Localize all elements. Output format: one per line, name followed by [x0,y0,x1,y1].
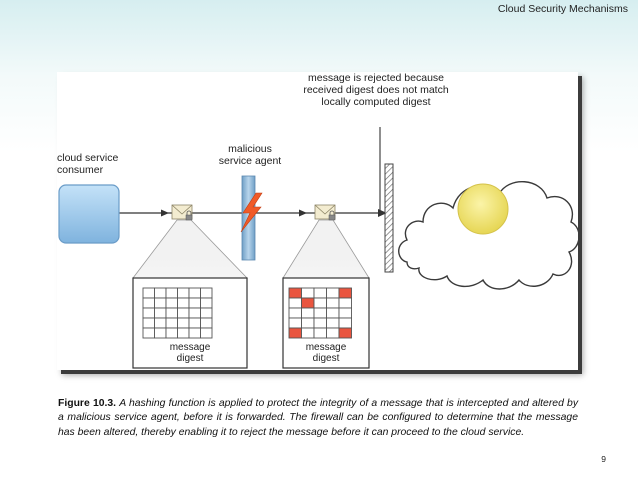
digest-cell [165,317,178,329]
digest-cell [326,327,340,339]
altered-digest-cell [301,297,315,309]
envelope-icon-left [171,204,193,221]
digest-cell [301,287,315,299]
altered-digest-cell [338,287,352,299]
cloud-service-sun-icon [457,183,509,235]
digest-cell [154,327,167,339]
digest-cell [165,287,178,299]
digest-cell [313,327,327,339]
digest-cell [177,317,190,329]
digest-cell [301,317,315,329]
altered-digest-cell [338,327,352,339]
digest-cell [326,317,340,329]
left-magnifier-cone [132,219,248,279]
slide-header-title: Cloud Security Mechanisms [497,3,628,15]
digest-cell [288,317,302,329]
digest-cell [313,297,327,309]
digest-cell [142,287,155,299]
digest-cell [154,307,167,319]
malicious-agent-flash-icon [240,192,263,233]
digest-cell [142,297,155,309]
digest-cell [288,297,302,309]
page-number: 9 [601,454,606,464]
diagram-canvas [58,127,578,369]
digest-cell [154,287,167,299]
arrow-head-1 [161,209,169,217]
digest-cell [142,317,155,329]
cloud-service-consumer-icon [58,184,120,244]
digest-cell [177,297,190,309]
digest-cell [200,317,213,329]
digest-cell [338,297,352,309]
rejection-note: message is rejected because received dig… [303,72,449,108]
malicious-agent-label: malicious service agent [218,143,282,167]
digest-cell [188,327,201,339]
envelope-icon-right [314,204,336,221]
figure-number: Figure 10.3. [58,398,117,409]
digest-cell [301,327,315,339]
digest-cell [188,307,201,319]
digest-cell [154,297,167,309]
cloud-shape [398,180,578,290]
digest-cell [313,307,327,319]
digest-cell [326,287,340,299]
right-magnifier-cone [282,219,370,279]
digest-cell [165,297,178,309]
figure-caption-text: A hashing function is applied to protect… [58,398,579,438]
digest-grid-left [142,287,213,339]
digest-cell [142,327,155,339]
digest-cell [177,307,190,319]
figure-panel: cloud service consumer malicious service… [57,72,578,370]
digest-grid-right [288,287,352,339]
digest-cell [338,317,352,329]
digest-cell [200,307,213,319]
digest-cell [165,307,178,319]
digest-cell [301,307,315,319]
digest-cell [288,307,302,319]
arrow-head-2 [299,209,307,217]
digest-cell [200,297,213,309]
message-digest-label-right: message digest [305,342,347,365]
digest-cell [200,327,213,339]
figure-caption: Figure 10.3. A hashing function is appli… [58,397,578,440]
digest-cell [338,307,352,319]
digest-cell [142,307,155,319]
message-digest-label-left: message digest [169,342,211,365]
digest-cell [188,297,201,309]
cloud-service-consumer-label: cloud service consumer [57,152,119,176]
digest-cell [313,317,327,329]
digest-cell [326,307,340,319]
digest-cell [200,287,213,299]
digest-cell [177,287,190,299]
digest-cell [154,317,167,329]
altered-digest-cell [288,327,302,339]
digest-cell [165,327,178,339]
firewall-icon [384,163,394,273]
digest-cell [177,327,190,339]
altered-digest-cell [288,287,302,299]
digest-cell [188,287,201,299]
digest-cell [326,297,340,309]
digest-cell [313,287,327,299]
digest-cell [188,317,201,329]
